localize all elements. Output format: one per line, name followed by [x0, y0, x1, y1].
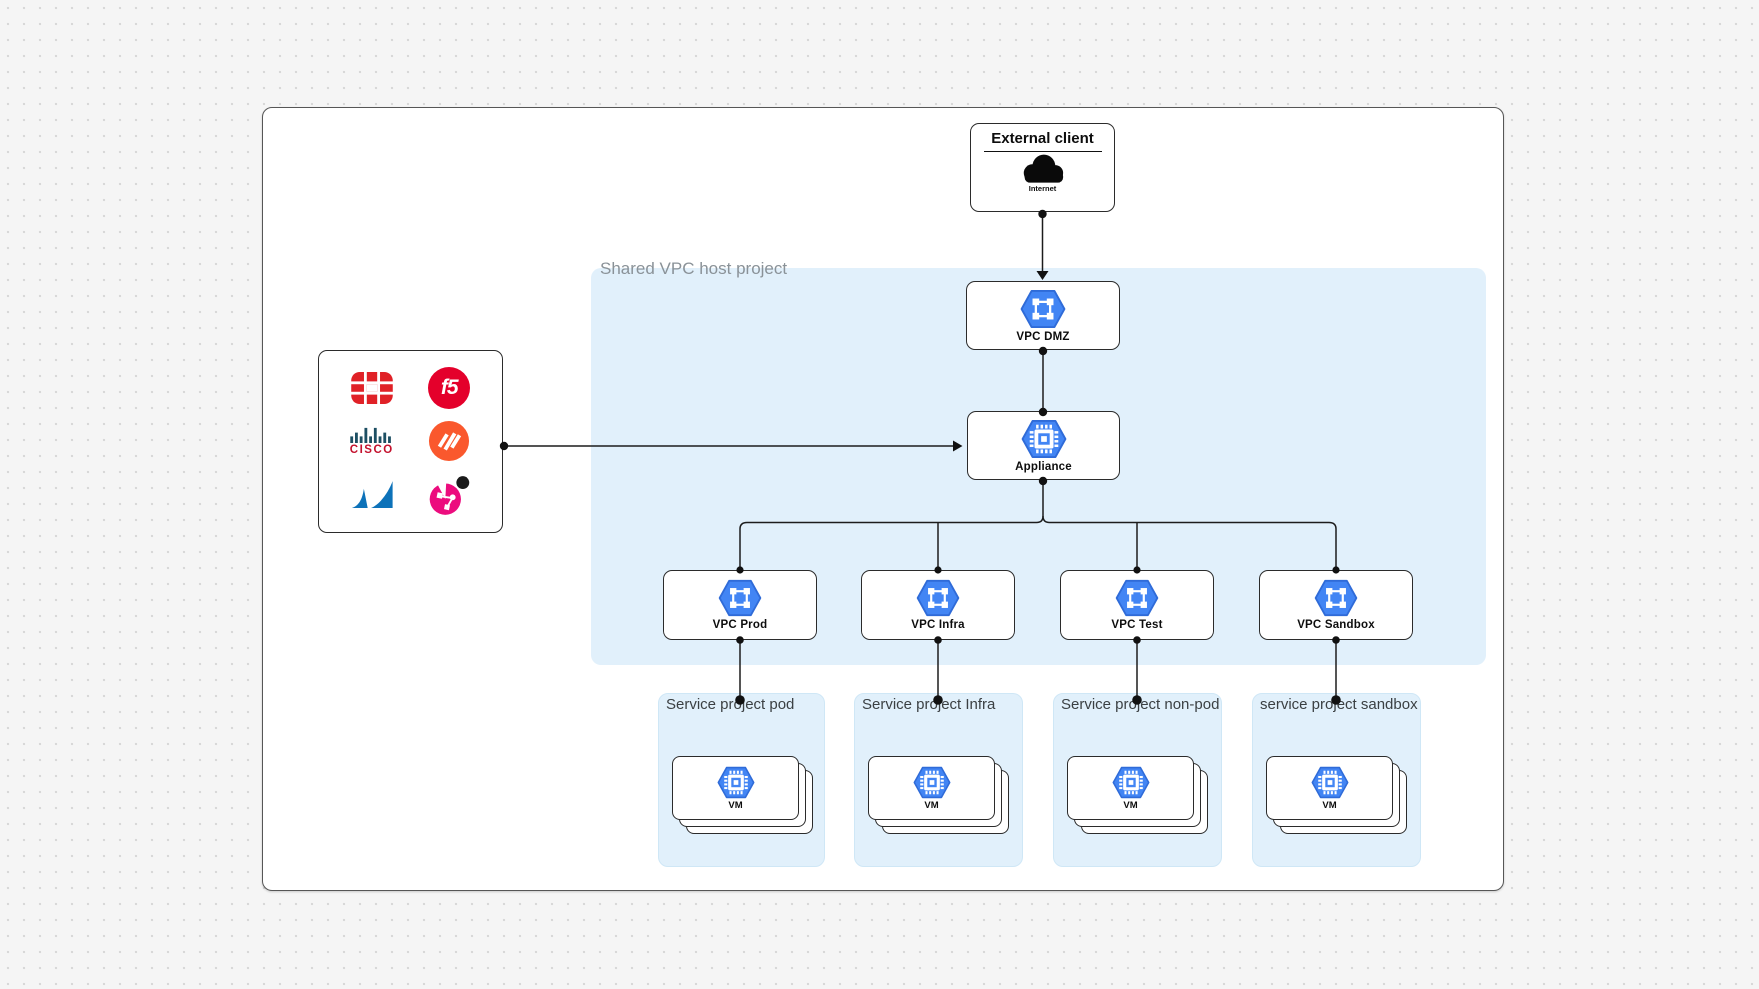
vpc-test-label: VPC Test	[1111, 619, 1163, 631]
service-project-non-pod-label: Service project non-pod	[1061, 696, 1220, 713]
vm-stack: VM	[672, 756, 813, 834]
vm-node[interactable]: VM	[1067, 756, 1194, 820]
service-project-pod-container[interactable]: Service project pod VM	[658, 693, 825, 867]
vm-label: VM	[728, 799, 743, 811]
vm-label: VM	[1322, 799, 1337, 811]
vm-node[interactable]: VM	[1266, 756, 1393, 820]
fortinet-logo-icon	[350, 370, 394, 405]
vpc-sandbox-label: VPC Sandbox	[1297, 619, 1375, 631]
vpc-network-icon	[718, 579, 762, 617]
compute-engine-icon	[717, 766, 754, 798]
cloud-icon	[1023, 154, 1063, 183]
vm-node[interactable]: VM	[672, 756, 799, 820]
cisco-logo-icon: CISCO	[348, 426, 396, 456]
palo-alto-networks-logo-icon	[429, 421, 470, 462]
shared-vpc-host-project-label: Shared VPC host project	[600, 259, 788, 278]
cisco-bars-icon	[350, 428, 391, 444]
vm-label: VM	[924, 799, 939, 811]
vm-node[interactable]: VM	[868, 756, 995, 820]
external-client-divider	[983, 151, 1102, 152]
external-client-node[interactable]: External client Internet	[970, 123, 1115, 212]
service-project-sandbox-label: service project sandbox	[1260, 696, 1418, 713]
f5-logo-icon: f5	[428, 366, 471, 409]
internet-caption: Internet	[1028, 184, 1057, 193]
compute-engine-icon	[1021, 419, 1066, 458]
service-project-pod-label: Service project pod	[666, 696, 795, 713]
vpc-network-icon	[916, 579, 960, 617]
vpc-prod-node[interactable]: VPC Prod	[663, 570, 817, 640]
service-project-sandbox-container[interactable]: service project sandbox VM	[1252, 693, 1421, 867]
vpc-infra-node[interactable]: VPC Infra	[861, 570, 1015, 640]
service-project-non-pod-container[interactable]: Service project non-pod VM	[1053, 693, 1222, 867]
vm-label: VM	[1123, 799, 1138, 811]
appliance-label: Appliance	[1015, 460, 1072, 473]
cisco-logo-text: CISCO	[349, 444, 394, 457]
vm-stack: VM	[1266, 756, 1407, 834]
vendor-appliances-box[interactable]: f5 CISCO	[318, 350, 503, 533]
service-project-infra-container[interactable]: Service project Infra VM	[854, 693, 1023, 867]
compute-engine-icon	[1112, 766, 1149, 798]
external-client-title: External client	[991, 130, 1094, 147]
vpc-network-icon	[1020, 289, 1066, 328]
vpc-sandbox-node[interactable]: VPC Sandbox	[1259, 570, 1413, 640]
vpc-test-node[interactable]: VPC Test	[1060, 570, 1214, 640]
appliance-node[interactable]: Appliance	[967, 411, 1120, 480]
vpc-infra-label: VPC Infra	[911, 619, 965, 631]
vpc-dmz-node[interactable]: VPC DMZ	[966, 281, 1120, 350]
vpc-dmz-label: VPC DMZ	[1016, 330, 1070, 343]
compute-engine-icon	[913, 766, 950, 798]
barracuda-logo-icon	[351, 480, 393, 508]
vm-stack: VM	[868, 756, 1009, 834]
service-project-infra-label: Service project Infra	[862, 696, 996, 713]
compute-engine-icon	[1311, 766, 1348, 798]
vm-stack: VM	[1067, 756, 1208, 834]
vpc-network-icon	[1115, 579, 1159, 617]
check-point-logo-icon	[429, 475, 470, 515]
f5-logo-text: f5	[440, 375, 459, 399]
vpc-prod-label: VPC Prod	[712, 619, 768, 631]
vpc-network-icon	[1314, 579, 1358, 617]
